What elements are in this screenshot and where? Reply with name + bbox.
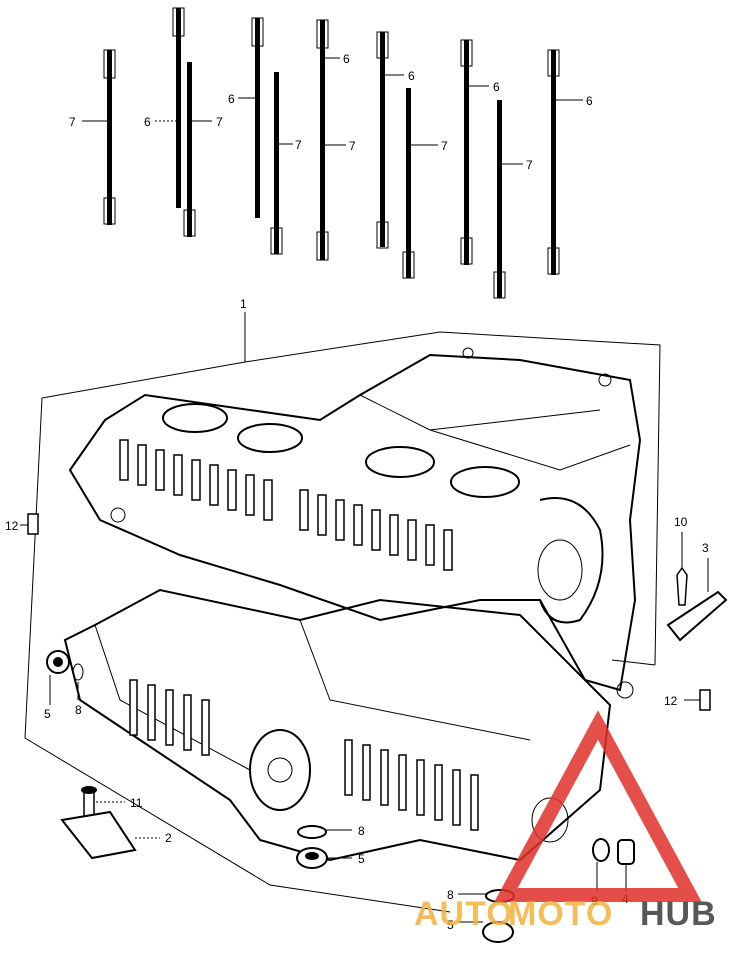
callout-7-e: 7 [441, 139, 448, 153]
lower-crankcase [63, 588, 612, 862]
callout-6-f: 6 [586, 94, 593, 108]
watermark-text-auto: AUTO [414, 895, 514, 933]
callout-7-b: 7 [216, 115, 223, 129]
warning-triangle-icon [494, 710, 702, 902]
stud-7-left [103, 49, 116, 225]
cylinder-bore-2 [237, 423, 303, 453]
callout-6-e: 6 [493, 80, 500, 94]
drain-plug-lower [482, 921, 514, 943]
stud-6-tall-left [172, 7, 185, 208]
o-ring-left [72, 663, 84, 681]
callout-6-a: 6 [144, 115, 151, 129]
watermark-text-moto: MOTO [508, 895, 613, 933]
bolt-11 [83, 789, 95, 819]
callout-5-lower: 5 [447, 918, 454, 932]
callout-6-b: 6 [228, 92, 235, 106]
cylinder-bore-4 [450, 466, 520, 498]
studs-group [103, 7, 560, 299]
dowel-pin-left [27, 513, 39, 535]
callout-7-f: 7 [526, 158, 533, 172]
callout-3: 3 [702, 541, 709, 555]
o-ring-center [297, 825, 327, 839]
cylinder-bore-1 [162, 403, 228, 433]
watermark-text-hub: HUB [640, 895, 717, 933]
callout-12-left: 12 [5, 519, 19, 533]
stud-7-right [493, 100, 506, 299]
stud-6-far-right [547, 49, 560, 275]
stud-7-center-right [402, 88, 415, 279]
callout-8-left: 8 [75, 703, 82, 717]
stud-6-center [316, 19, 329, 261]
small-parts [20, 513, 728, 943]
lower-fins [129, 679, 479, 831]
dowel-pin-right [699, 689, 711, 711]
callout-11: 11 [130, 796, 143, 810]
callout-10: 10 [674, 515, 688, 529]
pin-10 [676, 566, 688, 606]
upper-fins [119, 439, 453, 571]
assembly-boundary [24, 312, 661, 913]
callout-7-a: 7 [69, 115, 76, 129]
callout-8-center: 8 [358, 824, 365, 838]
stud-7-second [183, 62, 196, 237]
callout-2: 2 [165, 831, 172, 845]
callout-1: 1 [240, 297, 247, 311]
callout-6-c: 6 [343, 52, 350, 66]
watermark-logo: AUTO MOTO HUB [414, 710, 717, 933]
plug-right [617, 839, 635, 865]
stud-6-right [460, 39, 473, 265]
upper-crankcase [68, 347, 642, 699]
callout-5-center: 5 [358, 852, 365, 866]
callout-12-right: 12 [664, 694, 678, 708]
cylinder-bore-3 [365, 446, 435, 478]
o-ring-right [592, 838, 610, 862]
callout-5-left: 5 [44, 707, 51, 721]
callout-8-lower: 8 [447, 888, 454, 902]
bracket-3 [666, 590, 728, 642]
callout-7-d: 7 [349, 139, 356, 153]
oil-filter-housing [249, 729, 311, 811]
bracket-2 [60, 810, 137, 860]
callout-6-d: 6 [408, 69, 415, 83]
stud-6-center-right [376, 31, 389, 249]
stud-7-third [270, 72, 283, 255]
stud-leaders [82, 57, 583, 165]
stud-6-third [251, 17, 264, 218]
callout-7-c: 7 [295, 138, 302, 152]
